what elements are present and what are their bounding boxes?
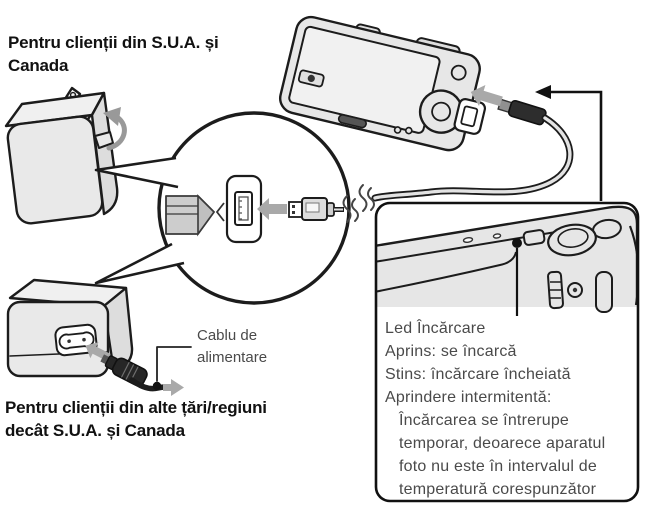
cable-break-icon [342, 195, 359, 223]
usb-port-icon [234, 191, 253, 226]
heading-other-line2: decât S.U.A. și Canada [5, 421, 185, 440]
charge-led-dot [512, 238, 522, 248]
power-cable-dot [152, 381, 162, 391]
heading-usa-line2: Canada [8, 56, 69, 75]
led-status-flashing: Aprindere intermitentă: [385, 389, 552, 406]
micro-usb-plug-icon [497, 98, 547, 126]
usb-port-panel [225, 174, 263, 244]
usb-inset-balloon [94, 111, 359, 305]
led-info-text: Led Încărcare Aprins: se încarcă Stins: … [385, 317, 605, 501]
cable-break-icon-2 [358, 184, 375, 212]
camera-closeup-illustration [376, 205, 638, 313]
heading-other-line1: Pentru clienții din alte țări/regiuni [5, 398, 267, 417]
adapter-corner-wedge [165, 194, 225, 237]
camera-back-illustration [279, 15, 487, 152]
cable-direction-arrow-icon [163, 379, 184, 396]
heading-usa: Pentru clienții din S.U.A. și Canada [8, 31, 219, 77]
heading-other: Pentru clienții din alte țări/regiuni de… [5, 396, 267, 442]
heading-usa-line1: Pentru clienții din S.U.A. și [8, 33, 219, 52]
led-note-line3: foto nu este în intervalul de [399, 458, 597, 475]
usb-plug-icon [288, 197, 344, 221]
c7-socket-icon [54, 323, 98, 357]
led-status-off: Stins: încărcare încheiată [385, 366, 571, 383]
power-cable-label: Cablu de alimentare [197, 325, 267, 369]
usb-cable-path [371, 114, 574, 202]
led-info-title: Led Încărcare [385, 320, 486, 337]
led-note-line1: Încărcarea se întrerupe [399, 412, 570, 429]
insert-arrow-icon [257, 198, 287, 220]
power-cable-label-line2: alimentare [197, 349, 268, 366]
insert-arrow-icon-3 [470, 85, 503, 107]
led-status-on: Aprins: se încarcă [385, 343, 517, 360]
cable-label-leader-line [156, 346, 192, 382]
led-detail-box [374, 201, 640, 503]
control-wheel-icon [418, 89, 464, 134]
led-note-line2: temporar, deoarece aparatul [399, 435, 606, 452]
port-pointer-arrow-icon [535, 85, 603, 201]
ac-adapter-us-illustration [4, 86, 127, 225]
led-note-line4: temperatură corespunzător [399, 481, 597, 498]
usb-flap-icon [453, 98, 487, 135]
ac-adapter-intl-illustration [6, 278, 192, 396]
fold-arrow-icon [103, 107, 127, 151]
power-cable-label-line1: Cablu de [197, 327, 258, 344]
